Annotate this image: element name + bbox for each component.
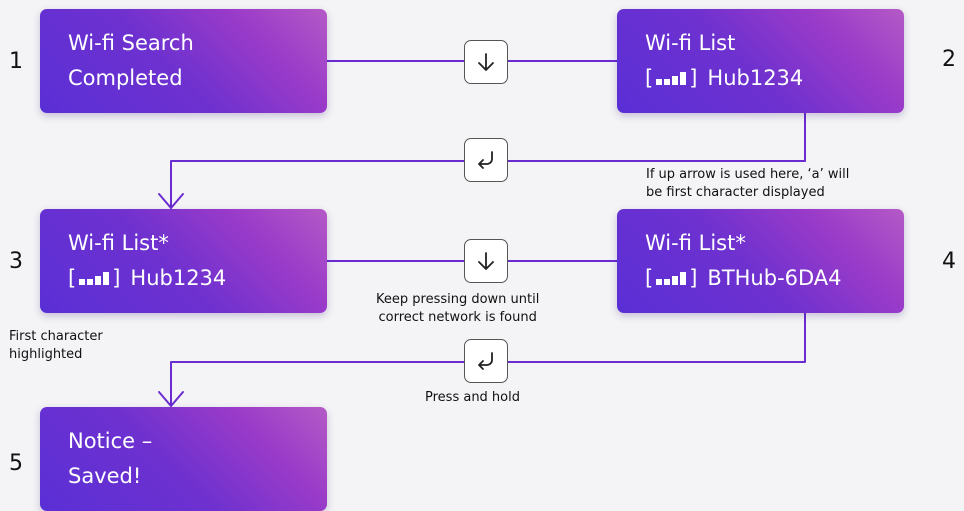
- signal-bracket-open: [: [645, 266, 654, 290]
- step-3-line-2: [ ] Hub1234: [68, 261, 327, 296]
- signal-bracket-close: ]: [689, 266, 698, 290]
- down-key: [464, 239, 508, 283]
- enter-key: [464, 339, 508, 383]
- signal-bar: [95, 276, 102, 285]
- step-5-line-1: Notice –: [68, 429, 153, 453]
- step-1-box: Wi-fi Search Completed: [40, 9, 327, 113]
- signal-bar: [680, 72, 687, 85]
- step-5-line-2: Saved!: [68, 464, 142, 488]
- up-arrow-note-line-2: be first character displayed: [646, 185, 825, 200]
- signal-bars: [79, 272, 110, 285]
- down-arrow-icon: [478, 53, 494, 71]
- signal-bars: [656, 72, 687, 85]
- signal-strength-icon: [ ]: [645, 61, 697, 96]
- first-character-note-line-1: First character: [9, 329, 103, 344]
- arrowhead-4-to-5: [158, 391, 184, 407]
- press-and-hold-note: Press and hold: [425, 390, 520, 405]
- signal-bars: [656, 272, 687, 285]
- down-arrow-icon: [478, 252, 494, 270]
- step-number-1: 1: [9, 49, 23, 74]
- signal-bracket-close: ]: [689, 66, 698, 90]
- network-name: Hub1234: [130, 266, 227, 290]
- step-2-line-2: [ ] Hub1234: [645, 61, 904, 96]
- step-4-box: Wi-fi List* [ ] BTHub-6DA4: [617, 209, 904, 313]
- signal-bar: [87, 279, 94, 285]
- signal-bar: [656, 79, 663, 85]
- step-4-line-2: [ ] BTHub-6DA4: [645, 261, 904, 296]
- signal-bar: [79, 279, 86, 285]
- enter-key-icon: [478, 151, 493, 169]
- step-2-box: Wi-fi List [ ] Hub1234: [617, 9, 904, 113]
- first-character-note-line-2: highlighted: [9, 347, 83, 362]
- keep-pressing-note-line-1: Keep pressing down until: [376, 292, 540, 307]
- enter-key-icon: [478, 352, 493, 370]
- signal-bar: [656, 279, 663, 285]
- signal-strength-icon: [ ]: [645, 261, 697, 296]
- step-1-line-1: Wi-fi Search: [68, 31, 194, 55]
- arrowhead-2-to-3: [158, 193, 184, 209]
- step-1-line-2: Completed: [68, 66, 183, 90]
- enter-key: [464, 138, 508, 182]
- step-3-box: Wi-fi List* [ ] Hub1234: [40, 209, 327, 313]
- keep-pressing-note: Keep pressing down until correct network…: [376, 291, 539, 327]
- step-2-line-1: Wi-fi List: [645, 31, 736, 55]
- network-name: Hub1234: [707, 66, 804, 90]
- signal-bracket-open: [: [645, 66, 654, 90]
- step-number-5: 5: [9, 451, 23, 476]
- signal-bar: [103, 272, 110, 285]
- step-5-box: Notice – Saved!: [40, 407, 327, 511]
- signal-bar: [672, 276, 679, 285]
- signal-bar: [664, 279, 671, 285]
- signal-bar: [664, 79, 671, 85]
- step-number-4: 4: [942, 249, 956, 274]
- step-4-line-1: Wi-fi List*: [645, 231, 746, 255]
- keep-pressing-note-line-2: correct network is found: [378, 310, 537, 325]
- up-arrow-note: If up arrow is used here, ‘a’ will be fi…: [646, 166, 849, 202]
- signal-bracket-close: ]: [112, 266, 121, 290]
- signal-bar: [680, 272, 687, 285]
- up-arrow-note-line-1: If up arrow is used here, ‘a’ will: [646, 167, 850, 182]
- step-3-line-1: Wi-fi List*: [68, 231, 169, 255]
- signal-strength-icon: [ ]: [68, 261, 120, 296]
- step-number-3: 3: [9, 249, 23, 274]
- network-name: BTHub-6DA4: [707, 266, 842, 290]
- first-character-note: First character highlighted: [9, 328, 103, 364]
- signal-bar: [672, 76, 679, 85]
- signal-bracket-open: [: [68, 266, 77, 290]
- down-key: [464, 40, 508, 84]
- step-number-2: 2: [942, 47, 956, 72]
